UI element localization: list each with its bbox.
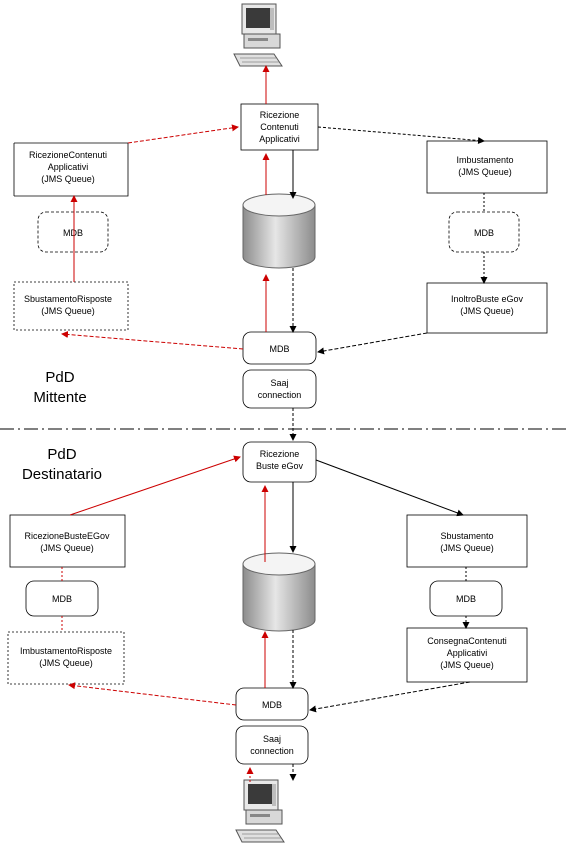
saaj-connection-bottom: Saaj connection xyxy=(235,725,309,765)
request-arrows-bottom xyxy=(61,455,269,782)
svg-text:Saaj: Saaj xyxy=(270,378,288,388)
svg-text:Imbustamento: Imbustamento xyxy=(456,155,513,165)
svg-text:ImbustamentoRisposte: ImbustamentoRisposte xyxy=(20,646,112,656)
svg-text:MDB: MDB xyxy=(262,700,282,710)
mdb-left-bottom: MDB xyxy=(25,580,99,617)
imbustamento-queue: Imbustamento (JMS Queue) xyxy=(426,140,548,194)
svg-text:connection: connection xyxy=(250,746,294,756)
ricezione-buste-queue: RicezioneBusteEGov (JMS Queue) xyxy=(9,514,126,568)
ricezione-contenuti-queue: RicezioneContenuti Applicativi (JMS Queu… xyxy=(13,142,129,197)
svg-text:ConsegnaContenuti: ConsegnaContenuti xyxy=(427,636,507,646)
ricezione-buste-box: Ricezione Buste eGov xyxy=(242,441,317,483)
svg-text:(JMS Queue): (JMS Queue) xyxy=(460,306,514,316)
computer-icon xyxy=(235,779,285,843)
mdb-center-top: MDB xyxy=(242,331,317,365)
svg-text:Buste eGov: Buste eGov xyxy=(256,461,304,471)
svg-text:Applicativi: Applicativi xyxy=(447,648,488,658)
computer-icon xyxy=(233,3,283,67)
svg-text:MDB: MDB xyxy=(52,594,72,604)
svg-text:connection: connection xyxy=(258,390,302,400)
svg-text:MDB: MDB xyxy=(474,228,494,238)
svg-text:SbustamentoRisposte: SbustamentoRisposte xyxy=(24,294,112,304)
svg-text:(JMS Queue): (JMS Queue) xyxy=(458,167,512,177)
ricezione-contenuti-box: Ricezione Contenuti Applicativi xyxy=(240,103,319,151)
svg-text:Ricezione: Ricezione xyxy=(260,110,300,120)
database-icon xyxy=(242,552,316,632)
svg-text:(JMS Queue): (JMS Queue) xyxy=(39,658,93,668)
mdb-left-top: MDB xyxy=(37,211,109,253)
label-pdd-destinatario: PdD xyxy=(47,446,76,463)
response-arrows-top xyxy=(289,126,488,441)
svg-text:RicezioneBusteEGov: RicezioneBusteEGov xyxy=(24,531,110,541)
label-pdd-mittente: PdD xyxy=(45,369,74,386)
imbustamento-risposte-queue: ImbustamentoRisposte (JMS Queue) xyxy=(7,631,125,685)
svg-text:(JMS Queue): (JMS Queue) xyxy=(41,306,95,316)
mdb-center-bottom: MDB xyxy=(235,687,309,721)
label-destinatario: Destinatario xyxy=(22,466,102,483)
svg-text:Saaj: Saaj xyxy=(263,734,281,744)
svg-text:InoltroBuste eGov: InoltroBuste eGov xyxy=(451,294,524,304)
svg-text:(JMS Queue): (JMS Queue) xyxy=(40,543,94,553)
sbustamento-queue: Sbustamento (JMS Queue) xyxy=(406,514,528,568)
svg-text:(JMS Queue): (JMS Queue) xyxy=(41,174,95,184)
inoltro-buste-queue: InoltroBuste eGov (JMS Queue) xyxy=(426,282,548,334)
svg-text:(JMS Queue): (JMS Queue) xyxy=(440,543,494,553)
svg-text:Applicativi: Applicativi xyxy=(48,162,89,172)
svg-text:(JMS Queue): (JMS Queue) xyxy=(440,660,494,670)
database-icon xyxy=(242,193,316,269)
svg-text:Contenuti: Contenuti xyxy=(260,122,299,132)
svg-text:MDB: MDB xyxy=(456,594,476,604)
label-mittente: Mittente xyxy=(33,389,86,406)
svg-text:RicezioneContenuti: RicezioneContenuti xyxy=(29,150,107,160)
request-arrows-top xyxy=(61,65,270,350)
svg-text:Sbustamento: Sbustamento xyxy=(440,531,493,541)
consegna-contenuti-queue: ConsegnaContenuti Applicativi (JMS Queue… xyxy=(406,627,528,683)
svg-text:MDB: MDB xyxy=(63,228,83,238)
response-arrows-bottom xyxy=(289,459,471,781)
svg-text:Applicativi: Applicativi xyxy=(259,134,300,144)
sbustamento-risposte-queue: SbustamentoRisposte (JMS Queue) xyxy=(13,281,129,331)
mdb-right-bottom: MDB xyxy=(429,580,503,617)
mdb-right-top: MDB xyxy=(448,211,520,253)
svg-text:Ricezione: Ricezione xyxy=(260,449,300,459)
svg-text:MDB: MDB xyxy=(270,344,290,354)
saaj-connection-top: Saaj connection xyxy=(242,369,317,409)
